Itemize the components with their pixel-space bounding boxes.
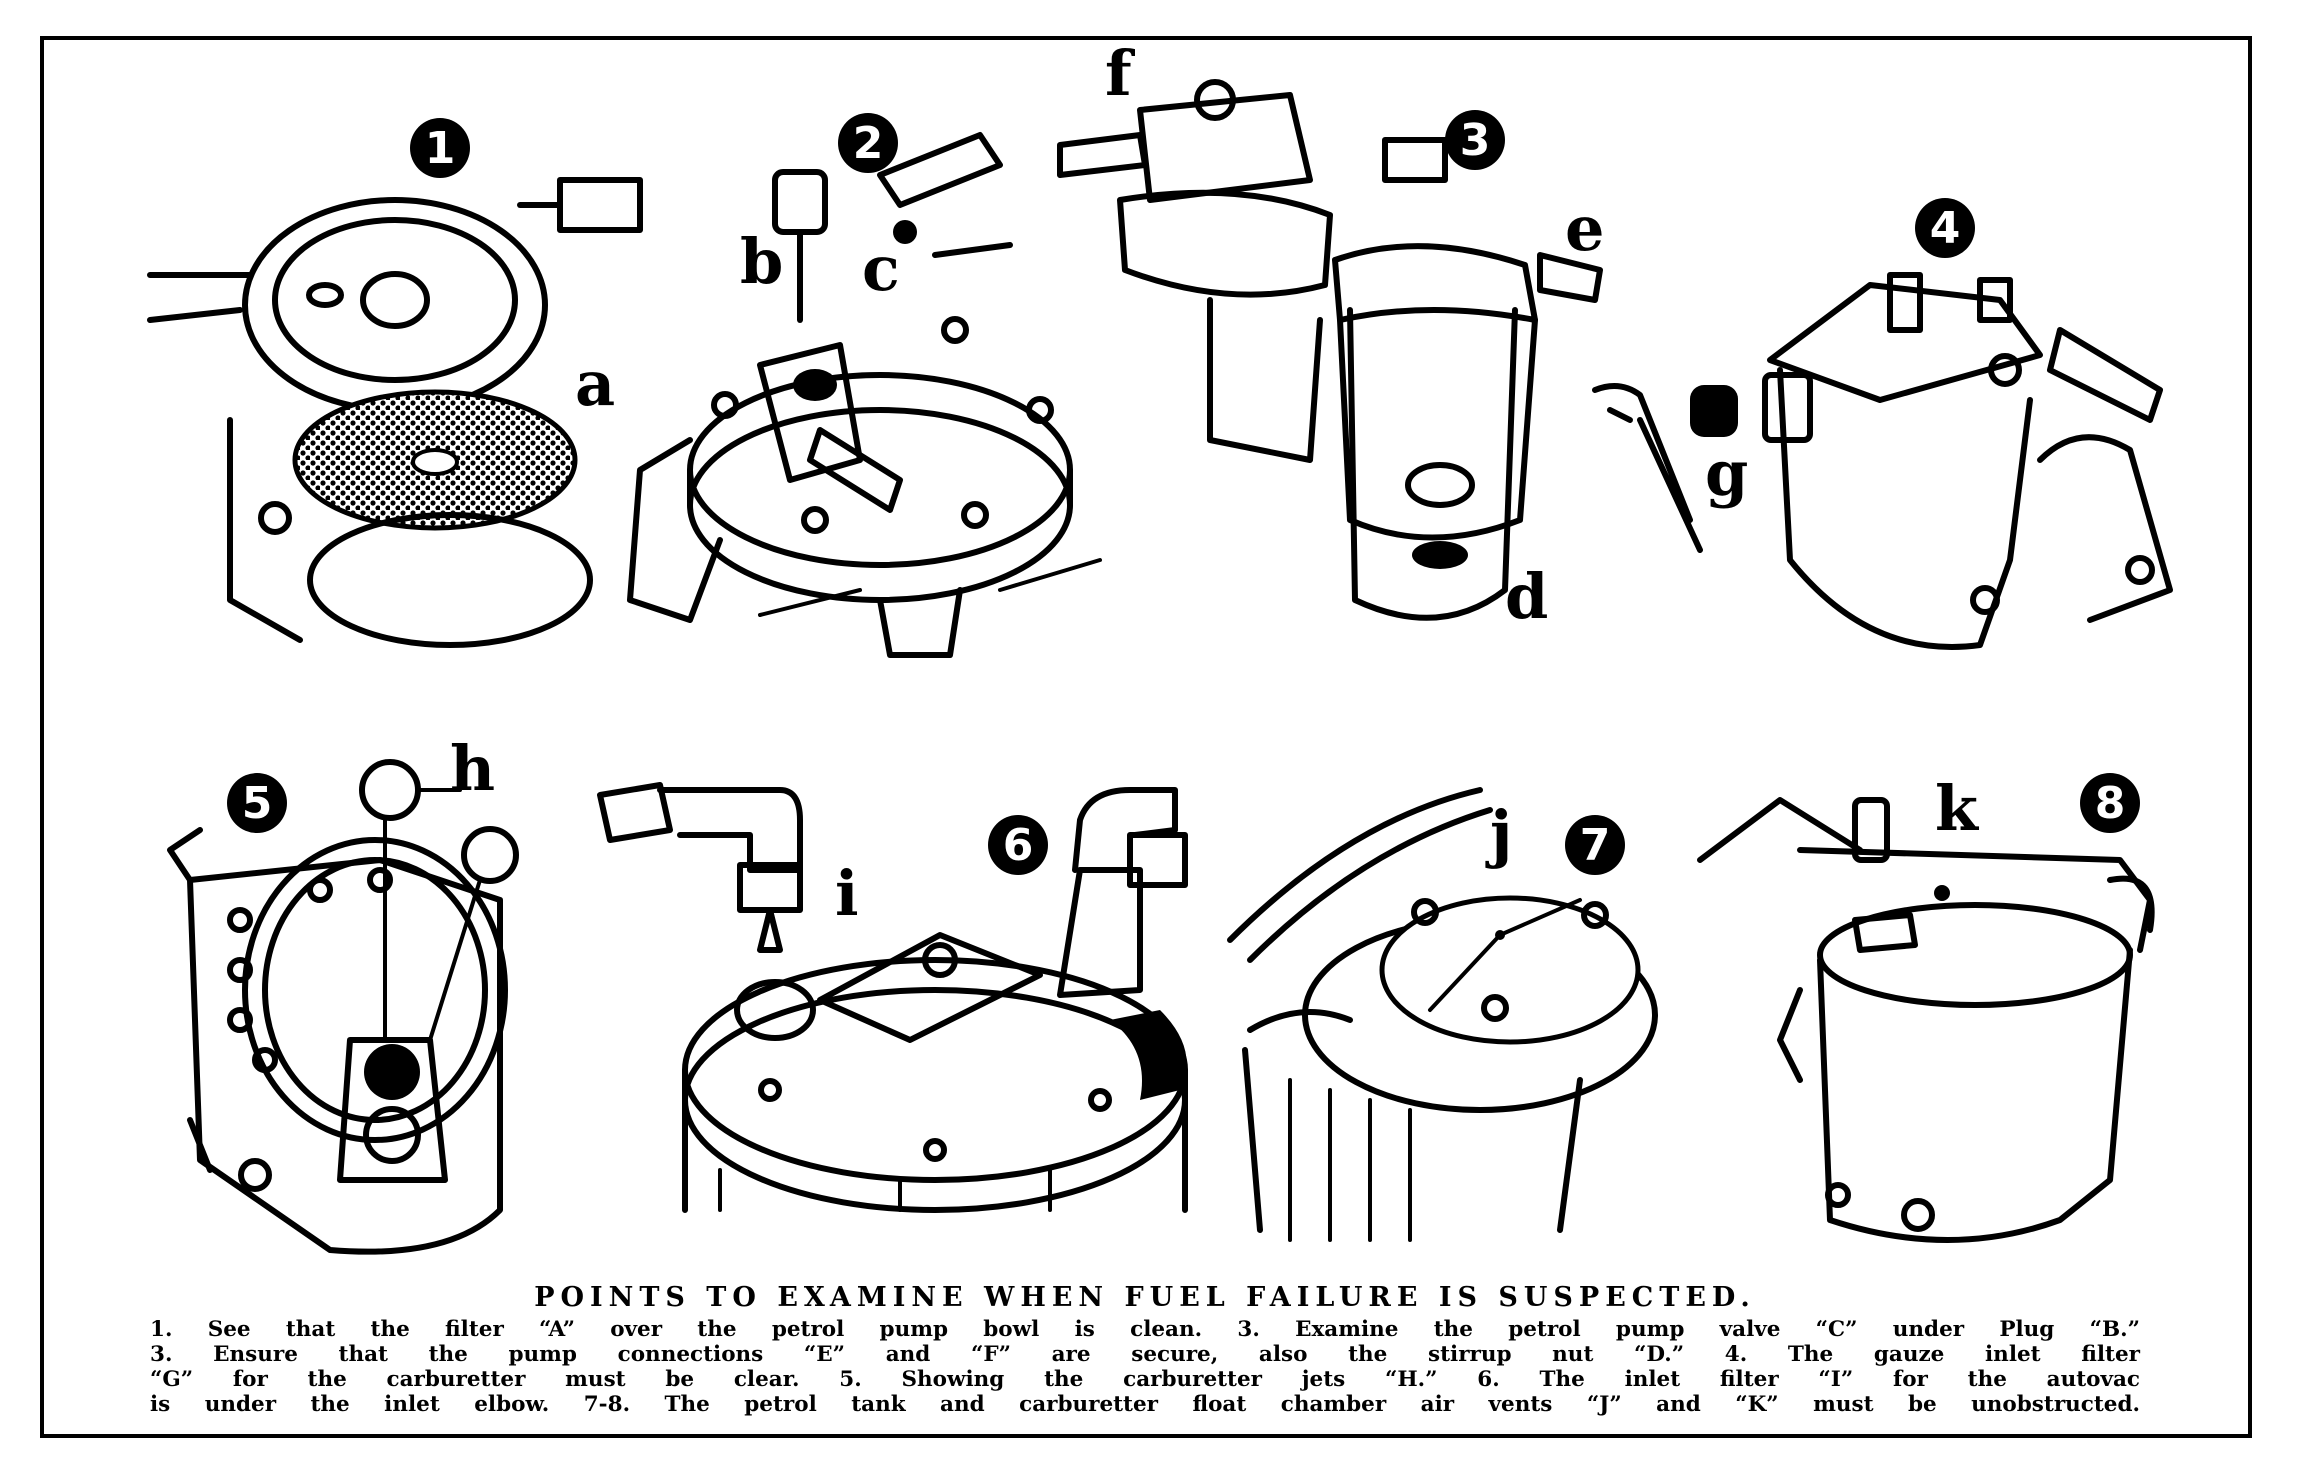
figure-border xyxy=(40,36,2252,1438)
panel-2-pump-valve xyxy=(627,132,1102,658)
panel-7-tank-cap xyxy=(1227,787,1658,1242)
letter-b: b xyxy=(740,225,783,298)
letter-g: g xyxy=(1705,437,1748,510)
svg-text:5: 5 xyxy=(242,778,273,829)
figure-caption: POINTS TO EXAMINE WHEN FUEL FAILURE IS S… xyxy=(150,1282,2140,1417)
svg-text:6: 6 xyxy=(1003,820,1034,871)
svg-text:7: 7 xyxy=(1580,820,1611,871)
panel-8-marker: 8 xyxy=(2080,773,2140,833)
panel-8-float-chamber xyxy=(1697,797,2155,1243)
panel-4-carburetter-inlet xyxy=(1762,272,2173,650)
letter-i: i xyxy=(835,857,859,930)
svg-text:2: 2 xyxy=(853,118,884,169)
panel-5-marker: 5 xyxy=(227,773,287,833)
letter-e: e xyxy=(1565,192,1604,265)
panel-5-carburetter-jets xyxy=(167,759,519,1255)
caption-body: 1. See that the filter “A” over the petr… xyxy=(150,1317,2140,1417)
svg-text:3: 3 xyxy=(1460,115,1491,166)
caption-line: 1. See that the filter “A” over the petr… xyxy=(150,1317,2140,1342)
letter-c: c xyxy=(862,232,900,305)
part-letter-callouts: a b c d e f g h i j k xyxy=(450,37,1980,930)
caption-line: “G” for the carburetter must be clear. 5… xyxy=(150,1367,2140,1392)
caption-title: POINTS TO EXAMINE WHEN FUEL FAILURE IS S… xyxy=(534,1282,1756,1313)
letter-j: j xyxy=(1485,797,1512,870)
panel-6-marker: 6 xyxy=(988,815,1048,875)
panel-3-marker: 3 xyxy=(1445,110,1505,170)
letter-a: a xyxy=(575,347,615,420)
letter-k: k xyxy=(1935,772,1980,845)
letter-h: h xyxy=(450,732,495,805)
svg-text:8: 8 xyxy=(2095,778,2126,829)
caption-line: 3. Ensure that the pump connections “E” … xyxy=(150,1342,2140,1367)
panel-7-marker: 7 xyxy=(1565,815,1625,875)
panel-4-marker: 4 xyxy=(1915,198,1975,258)
letter-d: d xyxy=(1505,560,1548,633)
caption-line: is under the inlet elbow. 7-8. The petro… xyxy=(150,1392,2140,1417)
panel-6-autovac xyxy=(597,782,1188,1213)
panel-3-pump-connections xyxy=(1057,79,1738,621)
panel-2-marker: 2 xyxy=(838,113,898,173)
panel-1-marker: 1 xyxy=(410,118,470,178)
letter-f: f xyxy=(1105,37,1135,110)
svg-text:4: 4 xyxy=(1930,203,1961,254)
panel-number-markers: 1 2 3 4 5 6 7 8 xyxy=(227,110,2140,875)
svg-text:1: 1 xyxy=(425,123,456,174)
panel-1-pump-bowl xyxy=(147,177,643,648)
